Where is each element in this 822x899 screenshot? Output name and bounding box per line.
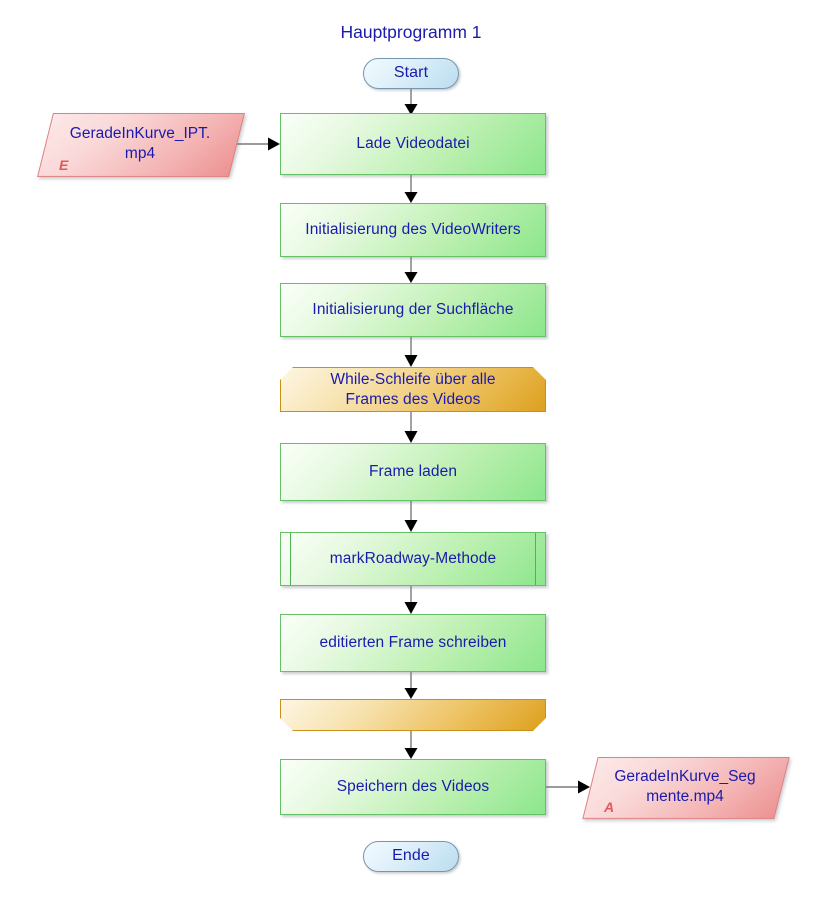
arrowhead-save-video — [404, 748, 418, 759]
node-init-videowriter[interactable]: Initialisierung des VideoWriters — [280, 203, 546, 257]
node-output-file[interactable]: GeradeInKurve_Seg mente.mp4 A — [582, 757, 790, 819]
node-load-frame[interactable]: Frame laden — [280, 443, 546, 501]
node-markroadway-methode[interactable]: markRoadway-Methode — [280, 532, 546, 586]
diagram-title: Hauptprogramm 1 — [340, 22, 482, 42]
arrowhead-init-searcharea — [404, 272, 418, 283]
input-file-marker: E — [59, 157, 69, 173]
node-init-searcharea[interactable]: Initialisierung der Suchfläche — [280, 283, 546, 337]
arrowhead-loop-end — [404, 688, 418, 699]
arrowhead-write-frame — [404, 602, 418, 614]
arrowhead-load-frame — [404, 431, 418, 443]
node-start[interactable]: Start — [363, 58, 459, 89]
node-input-file[interactable]: GeradeInKurve_IPT. mp4 E — [37, 113, 245, 177]
node-loop-end[interactable] — [280, 699, 546, 731]
arrowhead-init-videowriter — [404, 192, 418, 203]
arrowhead-loop-start — [404, 355, 418, 367]
output-file-marker: A — [604, 799, 615, 815]
node-save-video[interactable]: Speichern des Videos — [280, 759, 546, 815]
output-file-label: GeradeInKurve_Seg mente.mp4 — [614, 768, 756, 805]
input-file-label: GeradeInKurve_IPT. mp4 — [69, 125, 211, 162]
node-end[interactable]: Ende — [363, 841, 459, 872]
node-loop-start[interactable]: While-Schleife über alle Frames des Vide… — [280, 367, 546, 412]
arrowhead-load-video-left — [268, 137, 280, 151]
arrowhead-markroadway — [404, 520, 418, 532]
node-load-video[interactable]: Lade Videodatei — [280, 113, 546, 175]
node-write-frame[interactable]: editierten Frame schreiben — [280, 614, 546, 672]
